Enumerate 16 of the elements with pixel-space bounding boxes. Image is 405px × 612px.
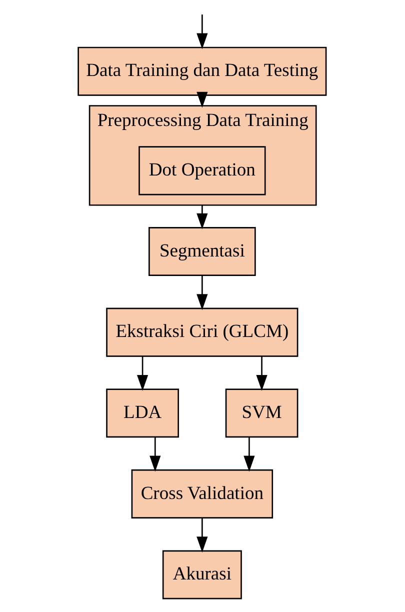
arrow (150, 437, 161, 472)
node-box: Akurasi (162, 550, 242, 600)
arrow (244, 437, 255, 472)
node-box: Dot Operation (138, 146, 266, 196)
arrow (196, 276, 208, 310)
node-box: Segmentasi (148, 226, 256, 276)
arrow (196, 92, 208, 108)
arrow (196, 205, 208, 230)
node-box: SVM (225, 388, 298, 438)
arrow (196, 14, 208, 50)
node-box: Cross Validation (131, 469, 274, 518)
arrow (196, 518, 208, 553)
node-box: Ekstraksi Ciri (GLCM) (106, 308, 298, 357)
node-box: LDA (106, 388, 179, 438)
arrow (256, 356, 268, 391)
arrow (136, 356, 148, 391)
